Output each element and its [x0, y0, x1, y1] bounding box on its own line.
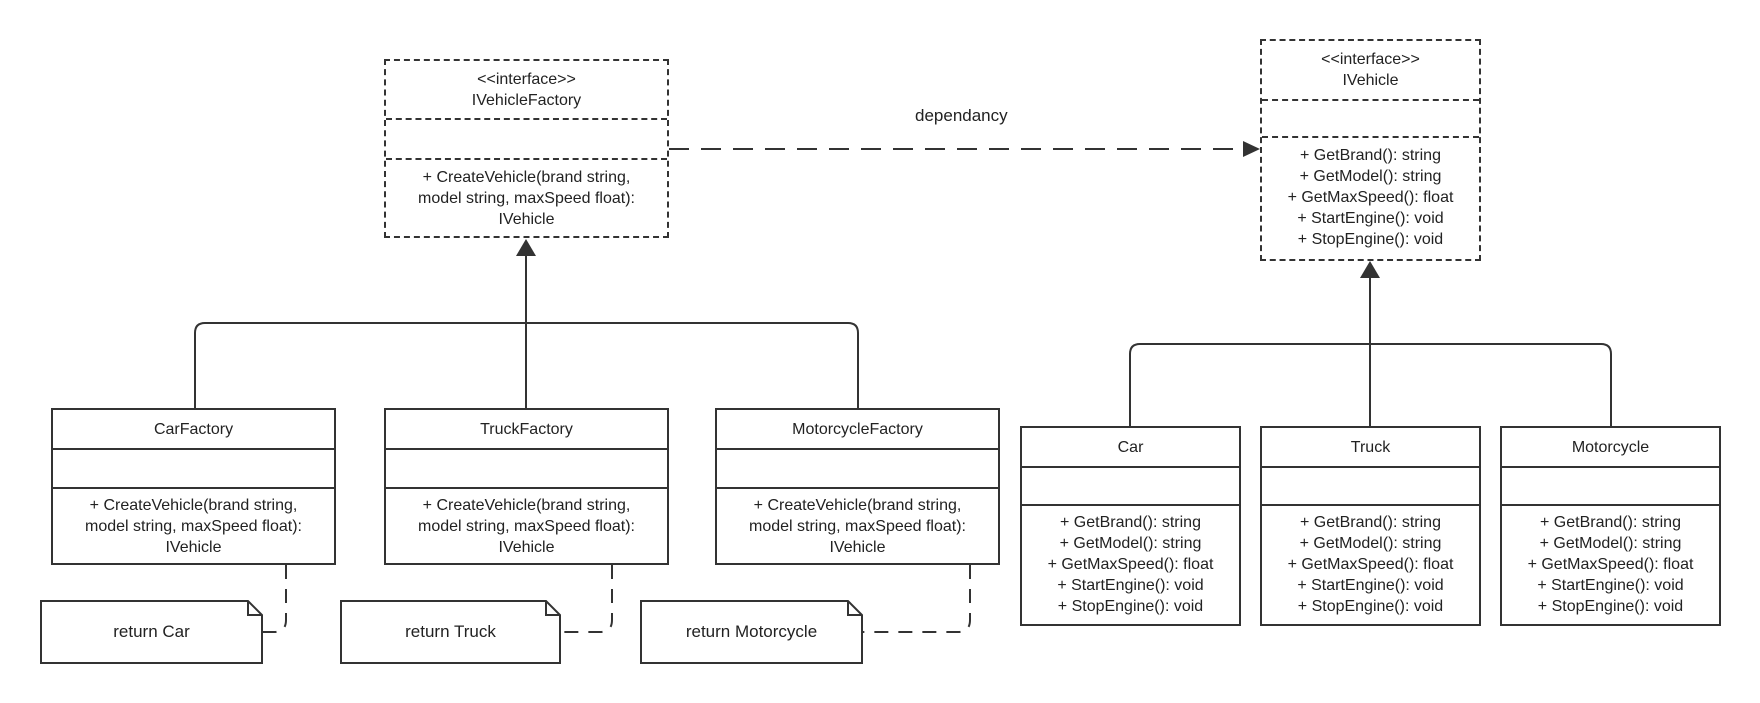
- method-line: + GetBrand(): string: [1300, 147, 1441, 164]
- method-line: + GetMaxSpeed(): float: [1047, 555, 1214, 573]
- ivehicle-attributes: [1262, 99, 1479, 136]
- method-line: + GetModel(): string: [1299, 534, 1442, 552]
- method-line: + CreateVehicle(brand string,: [89, 496, 298, 514]
- ivehicle-methods: + GetBrand(): string + GetModel(): strin…: [1262, 136, 1479, 257]
- class-name: MotorcycleFactory: [792, 420, 923, 438]
- method-line: + GetModel(): string: [1299, 168, 1442, 185]
- method-line: model string, maxSpeed float):: [418, 189, 635, 207]
- method-line: + StartEngine(): void: [1297, 576, 1444, 594]
- method-line: + StopEngine(): void: [1297, 231, 1444, 248]
- method-line: + CreateVehicle(brand string,: [753, 496, 962, 514]
- ivehiclefactory-interface-box: <<interface>> IVehicleFactory + CreateVe…: [384, 59, 669, 238]
- generalization-line-motorcycle: [1370, 343, 1612, 426]
- note-shape: [40, 600, 263, 664]
- method-line: + StartEngine(): void: [1537, 576, 1684, 594]
- method-line: IVehicle: [165, 538, 222, 556]
- generalization-line-carfactory: [194, 322, 526, 408]
- truckfactory-class-box: TruckFactory + CreateVehicle(brand strin…: [384, 408, 669, 565]
- note-text: return Truck: [405, 622, 496, 641]
- class-methods: + GetBrand(): string + GetModel(): strin…: [1022, 504, 1239, 622]
- class-attributes: [386, 448, 667, 487]
- class-methods: + CreateVehicle(brand string, model stri…: [717, 487, 998, 563]
- method-line: + GetModel(): string: [1539, 534, 1682, 552]
- method-line: IVehicle: [498, 538, 555, 556]
- note-connector-motorcycle: [863, 565, 971, 633]
- ivehicle-name: IVehicle: [1342, 72, 1399, 89]
- method-line: + StopEngine(): void: [1537, 597, 1684, 615]
- note-text: return Car: [113, 622, 190, 641]
- motorcycle-class-box: Motorcycle + GetBrand(): string + GetMod…: [1500, 426, 1721, 626]
- method-line: IVehicle: [498, 210, 555, 228]
- ivehicle-interface-box: <<interface>> IVehicle + GetBrand(): str…: [1260, 39, 1481, 261]
- method-line: + StopEngine(): void: [1297, 597, 1444, 615]
- method-line: + GetMaxSpeed(): float: [1287, 555, 1454, 573]
- class-name: Motorcycle: [1571, 438, 1650, 456]
- note-shape: [640, 600, 863, 664]
- ivehiclefactory-attributes: [386, 118, 667, 158]
- method-line: + StartEngine(): void: [1057, 576, 1204, 594]
- method-line: + StartEngine(): void: [1297, 210, 1444, 227]
- class-attributes: [1502, 466, 1719, 504]
- carfactory-class-box: CarFactory + CreateVehicle(brand string,…: [51, 408, 336, 565]
- class-attributes: [717, 448, 998, 487]
- note-shape: [340, 600, 561, 664]
- generalization-arrowhead-vehicle: [1360, 261, 1380, 278]
- method-line: + StopEngine(): void: [1057, 597, 1204, 615]
- class-name: CarFactory: [153, 420, 234, 438]
- note-connector-truck: [561, 565, 613, 633]
- method-line: model string, maxSpeed float):: [418, 517, 635, 535]
- ivehiclefactory-name: IVehicleFactory: [471, 91, 582, 109]
- method-line: + GetBrand(): string: [1300, 513, 1441, 531]
- note-return-truck: return Truck: [340, 600, 561, 664]
- dependency-arrowhead: [1243, 141, 1260, 157]
- method-line: + CreateVehicle(brand string,: [422, 168, 631, 186]
- method-line: + GetBrand(): string: [1540, 513, 1681, 531]
- note-connector-car: [263, 565, 287, 633]
- method-line: IVehicle: [829, 538, 886, 556]
- dependency-label: dependancy: [915, 106, 1008, 125]
- class-attributes: [1262, 466, 1479, 504]
- motorcyclefactory-class-box: MotorcycleFactory + CreateVehicle(brand …: [715, 408, 1000, 565]
- generalization-arrowhead-factory: [516, 239, 536, 256]
- method-line: + GetMaxSpeed(): float: [1287, 189, 1454, 206]
- note-text: return Motorcycle: [685, 622, 818, 641]
- class-methods: + GetBrand(): string + GetModel(): strin…: [1262, 504, 1479, 622]
- class-methods: + CreateVehicle(brand string, model stri…: [53, 487, 334, 563]
- note-return-car: return Car: [40, 600, 263, 664]
- generalization-line-car: [1129, 343, 1370, 426]
- truck-class-box: Truck + GetBrand(): string + GetModel():…: [1260, 426, 1481, 626]
- note-return-motorcycle: return Motorcycle: [640, 600, 863, 664]
- class-attributes: [53, 448, 334, 487]
- class-attributes: [1022, 466, 1239, 504]
- class-name: Truck: [1350, 438, 1391, 456]
- ivehicle-header: <<interface>> IVehicle: [1262, 41, 1479, 99]
- method-line: + GetMaxSpeed(): float: [1527, 555, 1694, 573]
- ivehiclefactory-methods: + CreateVehicle(brand string, model stri…: [386, 158, 667, 236]
- generalization-line-motorcyclefactory: [526, 322, 859, 408]
- method-line: model string, maxSpeed float):: [749, 517, 966, 535]
- class-name: TruckFactory: [480, 420, 573, 438]
- class-methods: + CreateVehicle(brand string, model stri…: [386, 487, 667, 563]
- ivehiclefactory-header: <<interface>> IVehicleFactory: [386, 61, 667, 118]
- method-line: model string, maxSpeed float):: [85, 517, 302, 535]
- method-line: + GetBrand(): string: [1060, 513, 1201, 531]
- ivehiclefactory-stereotype: <<interface>>: [477, 70, 576, 88]
- car-class-box: Car + GetBrand(): string + GetModel(): s…: [1020, 426, 1241, 626]
- class-methods: + GetBrand(): string + GetModel(): strin…: [1502, 504, 1719, 622]
- method-line: + GetModel(): string: [1059, 534, 1202, 552]
- class-name: Car: [1117, 438, 1144, 456]
- ivehicle-stereotype: <<interface>>: [1321, 51, 1420, 68]
- method-line: + CreateVehicle(brand string,: [422, 496, 631, 514]
